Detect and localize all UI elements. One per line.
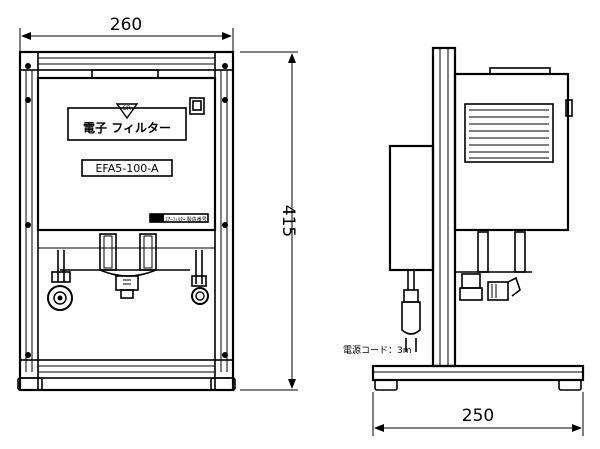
logo-triangle-icon [115, 103, 139, 120]
top-handle [91, 69, 159, 79]
left-foot [17, 377, 43, 391]
inlet-connector [51, 271, 71, 283]
side-filter-left [477, 231, 489, 273]
bottom-rail [19, 359, 234, 379]
cabinet-box [36, 76, 217, 232]
filter-bowl-left [99, 233, 117, 271]
drain-valve [115, 275, 139, 291]
filter-bowl-right [139, 233, 157, 271]
side-valve-body [459, 287, 483, 301]
inlet-fitting [47, 285, 73, 311]
product-label: 電子 フィルター [83, 121, 171, 135]
small-plate-text: ｴｱｰﾌｨﾙﾀｰ 製造番号 [165, 216, 207, 223]
side-base [371, 364, 585, 382]
front-height-label: 415 [278, 205, 298, 237]
side-foot-right [558, 379, 582, 391]
model-number: EFA5-100-A [95, 162, 158, 175]
top-rail [19, 51, 234, 71]
front-width-dimension: 260 [19, 15, 234, 52]
logo-text: SR [123, 105, 131, 112]
model-plate [81, 159, 173, 177]
side-depth-label: 250 [462, 406, 494, 426]
drain-outlet [120, 289, 134, 299]
side-switch [565, 99, 573, 117]
front-height-dimension: 415 [240, 51, 298, 391]
rear-power-box [388, 144, 435, 272]
right-foot [210, 377, 236, 391]
power-cord [401, 270, 421, 352]
product-label-plate [67, 107, 187, 141]
side-filter-right [514, 231, 526, 273]
side-cabinet [453, 72, 570, 232]
side-post [431, 46, 457, 368]
side-foot-left [374, 379, 398, 391]
side-view: 電源コード：3m 250 [343, 46, 585, 436]
outlet-fitting [191, 287, 209, 305]
power-switch [189, 97, 205, 115]
front-width-label: 260 [110, 15, 142, 35]
side-lever [507, 276, 521, 297]
side-inlet [461, 273, 481, 289]
side-valve [487, 281, 509, 301]
outlet-connector [191, 275, 207, 287]
front-view: 260 SR 電子 フィルター [17, 15, 298, 392]
vent-grille [464, 103, 554, 163]
power-cord-note: 電源コード：3m [343, 345, 412, 356]
side-depth-dimension: 250 [372, 392, 584, 436]
